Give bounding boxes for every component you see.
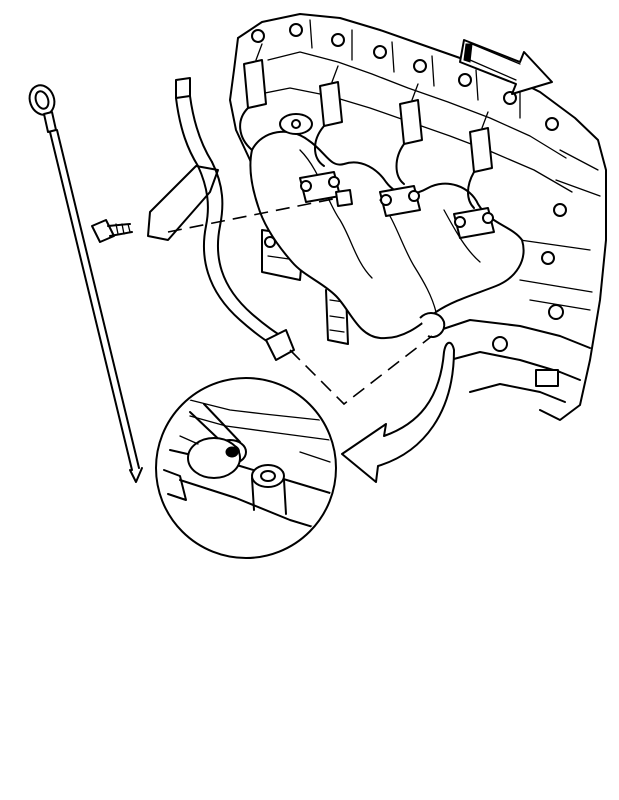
direction-arrow-icon	[459, 39, 553, 95]
detail-inset	[155, 377, 337, 559]
oil-level-indicator	[28, 84, 143, 483]
tube-bolt	[91, 219, 133, 243]
exhaust-manifold	[239, 43, 525, 340]
oil-level-indicator-tube	[147, 77, 295, 361]
tube-leader-line	[289, 335, 433, 406]
bolt-hole	[335, 189, 353, 207]
curved-callout-arrow-icon	[341, 341, 455, 483]
bolt-leader-line	[167, 197, 339, 233]
engine-block	[229, 13, 607, 421]
